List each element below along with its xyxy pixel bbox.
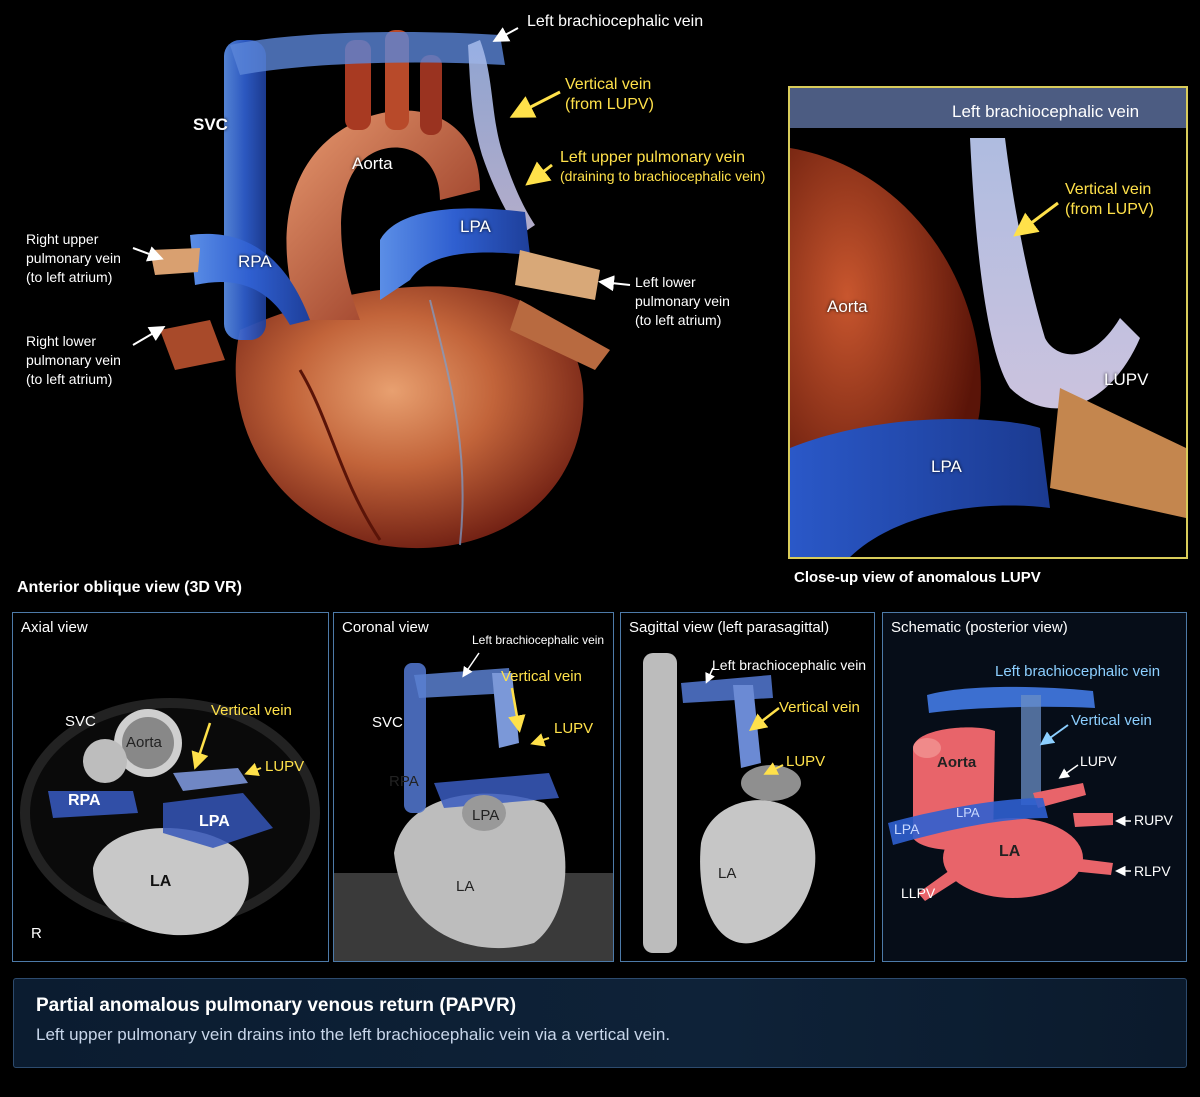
sagittal-label-lupv: LUPV [786,753,826,770]
closeup-label-lupv: LUPV [1104,370,1149,389]
sagittal-panel: Sagittal view (left parasagittal) Left b… [620,612,875,962]
sagittal-label-vv: Vertical vein [779,699,860,716]
label-rupv-line2: pulmonary vein [26,250,121,266]
schematic-label-la: LA [999,843,1021,860]
coronal-arrow-lupv [530,733,550,747]
label-rupv-line1: Right upper [26,231,99,247]
label-lupv: Left upper pulmonary vein (draining to b… [560,148,765,185]
arrow-closeup-vv [1013,201,1059,237]
schematic-diagram [888,686,1131,901]
arrow-rlpv [132,325,166,346]
label-rupv-line3: (to left atrium) [26,269,113,285]
closeup-arrows [1013,201,1059,237]
arrow-lbcv [492,27,519,42]
axial-arrow-lupv [244,762,262,776]
closeup-rendering [790,88,1186,557]
coronal-label-rpa: RPA [389,773,419,790]
label-rupv: Right upper pulmonary vein (to left atri… [26,230,121,287]
label-vertical-vein-line2: (from LUPV) [565,96,654,113]
coronal-panel: Coronal view Left brachiocephalic vein V… [333,612,614,962]
arrow-rupv [132,246,164,262]
heart-3d-rendering [150,30,610,549]
axial-label-aorta: Aorta [126,734,162,751]
closeup-label-vv-line1: Vertical vein [1065,181,1152,198]
label-lupv-line2: (draining to brachiocephalic vein) [560,168,766,184]
caption-closeup: Close-up view of anomalous LUPV [794,569,1041,586]
label-lupv-line1: Left upper pulmonary vein [560,149,745,166]
schematic-label-vv: Vertical vein [1071,712,1152,729]
label-rlpv: Right lower pulmonary vein (to left atri… [26,332,121,389]
schematic-label-rlpv: RLPV [1134,863,1171,879]
closeup-label-aorta: Aorta [827,297,868,316]
sagittal-arrow-lupv [763,762,784,775]
sagittal-label-lbcv: Left brachiocephalic vein [712,657,867,673]
closeup-label-vv-line2: (from LUPV) [1065,201,1154,218]
schematic-label-lpa-center: LPA [956,805,980,820]
caption-anterior-oblique: Anterior oblique view (3D VR) [17,579,242,596]
axial-label-lpa: LPA [199,813,230,830]
arrow-llpv [598,275,631,292]
sagittal-title: Sagittal view (left parasagittal) [629,619,830,636]
coronal-arrow-vv [508,687,526,733]
label-left-brachiocephalic-vein: Left brachiocephalic vein [527,13,704,30]
coronal-label-svc: SVC [372,714,403,731]
arrow-vertical-vein [509,90,561,118]
axial-image [20,698,320,936]
arrow-lupv [525,161,553,186]
label-llpv-line1: Left lower [635,274,696,290]
coronal-image [334,652,613,961]
label-aorta: Aorta [352,154,393,173]
coronal-label-lupv: LUPV [554,720,594,737]
coronal-label-lbcv: Left brachiocephalic vein [472,633,605,647]
schematic-label-lbcv: Left brachiocephalic vein [995,663,1161,680]
axial-label-la: LA [150,873,172,890]
label-rlpv-line3: (to left atrium) [26,371,113,387]
axial-label-rpa: RPA [68,792,101,809]
schematic-title: Schematic (posterior view) [891,619,1068,636]
coronal-title: Coronal view [342,619,429,636]
sagittal-label-la: LA [718,865,737,882]
label-llpv-line3: (to left atrium) [635,312,722,328]
closeup-label-lbcv: Left brachiocephalic vein [952,102,1140,121]
schematic-label-rupv: RUPV [1134,812,1173,828]
axial-panel: Axial view SVC Aorta Vertical vein LUPV … [12,612,329,962]
closeup-label-vv: Vertical vein (from LUPV) [1065,180,1154,220]
axial-label-svc: SVC [65,713,96,730]
label-llpv-line2: pulmonary vein [635,293,730,309]
schematic-arrow-lupv [1058,764,1079,779]
coronal-label-lpa: LPA [472,807,500,824]
label-llpv: Left lower pulmonary vein (to left atriu… [635,273,730,330]
summary-banner: Partial anomalous pulmonary venous retur… [13,978,1187,1068]
closeup-label-lpa: LPA [931,457,962,476]
label-lpa: LPA [460,217,491,236]
coronal-label-la: LA [456,878,475,895]
schematic-panel: Schematic (posterior view) Left brachioc… [882,612,1187,962]
label-rlpv-line2: pulmonary vein [26,352,121,368]
schematic-label-lupv: LUPV [1080,753,1117,769]
sagittal-image [643,653,816,953]
main-3d-view: Left brachiocephalic vein Vertical vein … [0,0,790,575]
axial-label-r: R [31,925,42,942]
label-svc: SVC [193,115,228,134]
closeup-panel: Left brachiocephalic vein Vertical vein … [788,86,1188,559]
sagittal-arrow-lbcv [705,667,715,684]
banner-subtitle: Left upper pulmonary vein drains into th… [36,1025,671,1044]
label-rlpv-line1: Right lower [26,333,97,349]
main-arrows [132,27,631,346]
schematic-label-llpv: LLPV [901,885,936,901]
label-rpa: RPA [238,252,272,271]
coronal-label-vv: Vertical vein [501,668,582,685]
axial-label-lupv: LUPV [265,758,305,775]
coronal-arrow-lbcv [462,652,480,678]
schematic-label-aorta: Aorta [937,754,977,771]
sagittal-arrow-vv [749,707,780,732]
axial-title: Axial view [21,619,88,636]
banner-title: Partial anomalous pulmonary venous retur… [36,995,517,1016]
axial-arrow-vv [191,722,212,770]
schematic-label-lpa-left: LPA [894,821,920,837]
schematic-arrow-vv [1039,724,1069,746]
label-vertical-vein-line1: Vertical vein [565,76,652,93]
axial-label-vv: Vertical vein [211,702,292,719]
label-vertical-vein: Vertical vein (from LUPV) [565,75,654,115]
